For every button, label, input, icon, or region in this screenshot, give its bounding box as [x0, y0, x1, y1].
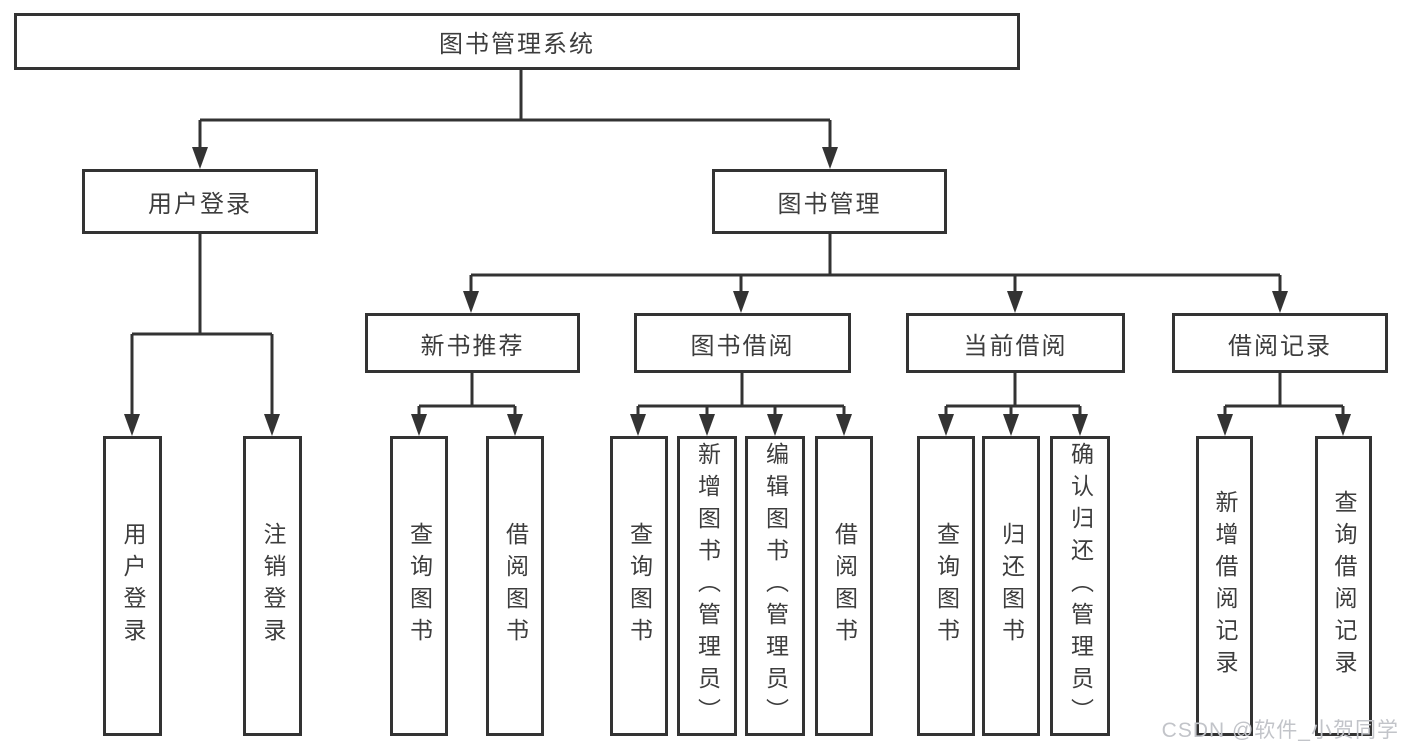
- leaf-add-borrow-record-label: 新增借阅记录: [1212, 490, 1238, 682]
- leaf-confirm-return-admin-label: 确认归还（管理员）: [1067, 442, 1094, 730]
- leaf-current-query-books-label: 查询图书: [933, 522, 960, 650]
- node-user-login: 用户登录: [82, 169, 318, 234]
- leaf-logout-label: 注销登录: [260, 522, 286, 650]
- node-book-borrowing: 图书借阅: [634, 313, 851, 373]
- leaf-query-borrow-record-label: 查询借阅记录: [1331, 490, 1357, 682]
- node-current-borrowing: 当前借阅: [906, 313, 1125, 373]
- tree-edges: [130, 70, 1345, 420]
- leaf-edit-books-admin-label: 编辑图书（管理员）: [762, 442, 789, 730]
- leaf-logout: 注销登录: [243, 436, 302, 736]
- leaf-add-books-admin-label: 新增图书（管理员）: [694, 442, 721, 730]
- leaf-recommend-borrow-books: 借阅图书: [486, 436, 544, 736]
- leaf-user-login: 用户登录: [103, 436, 162, 736]
- node-book-borrowing-label: 图书借阅: [690, 332, 795, 360]
- node-borrowing-records-label: 借阅记录: [1228, 332, 1332, 360]
- leaf-current-query-books: 查询图书: [917, 436, 975, 736]
- leaf-borrow-books: 借阅图书: [815, 436, 873, 736]
- node-borrowing-records: 借阅记录: [1172, 313, 1388, 373]
- leaf-query-borrow-record: 查询借阅记录: [1315, 436, 1372, 736]
- leaf-add-borrow-record: 新增借阅记录: [1196, 436, 1253, 736]
- leaf-return-books-label: 归还图书: [998, 522, 1025, 650]
- leaf-confirm-return-admin: 确认归还（管理员）: [1050, 436, 1110, 736]
- leaf-borrowing-query-books-label: 查询图书: [626, 522, 653, 650]
- leaf-borrowing-query-books: 查询图书: [610, 436, 668, 736]
- leaf-add-books-admin: 新增图书（管理员）: [677, 436, 737, 736]
- leaf-return-books: 归还图书: [982, 436, 1040, 736]
- leaf-borrow-books-label: 借阅图书: [831, 522, 858, 650]
- node-library-system: 图书管理系统: [14, 13, 1020, 70]
- leaf-edit-books-admin: 编辑图书（管理员）: [745, 436, 805, 736]
- leaf-recommend-query-books-label: 查询图书: [406, 522, 433, 650]
- node-book-management-label: 图书管理: [777, 191, 882, 218]
- node-current-borrowing-label: 当前借阅: [963, 332, 1068, 360]
- leaf-recommend-query-books: 查询图书: [390, 436, 448, 736]
- node-user-login-label: 用户登录: [148, 191, 252, 218]
- node-library-system-label: 图书管理系统: [439, 31, 595, 58]
- node-new-book-recommend: 新书推荐: [365, 313, 580, 373]
- node-new-book-recommend-label: 新书推荐: [420, 332, 525, 360]
- node-book-management: 图书管理: [712, 169, 947, 234]
- csdn-watermark: CSDN @软件_小贺同学: [1161, 719, 1399, 742]
- leaf-recommend-borrow-books-label: 借阅图书: [502, 522, 529, 650]
- arrow-heads: [124, 147, 1351, 436]
- leaf-user-login-label: 用户登录: [120, 522, 146, 650]
